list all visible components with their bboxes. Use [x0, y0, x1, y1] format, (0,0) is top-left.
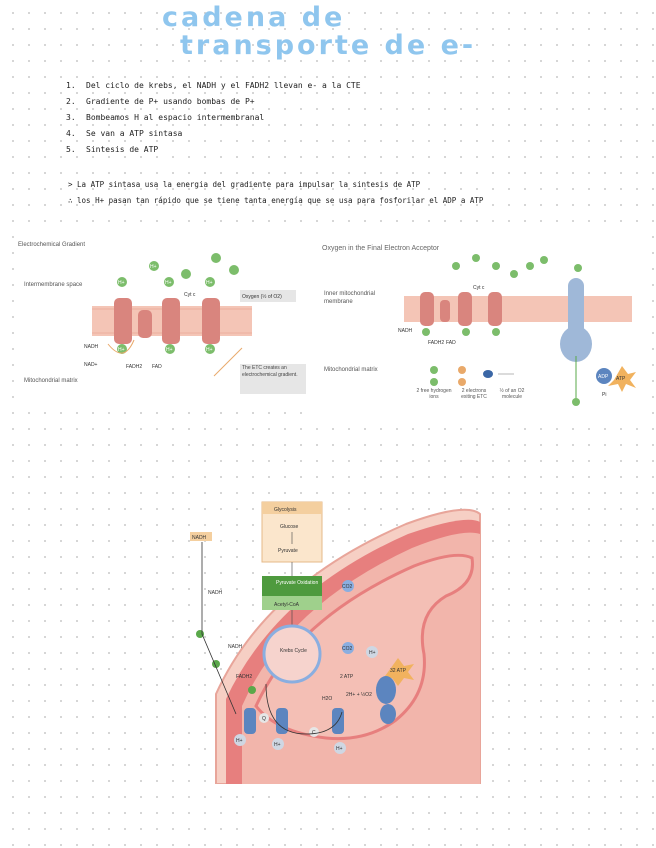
- svg-text:H+: H+: [206, 280, 213, 286]
- protein-complex-3: [162, 298, 180, 344]
- svg-text:ATP: ATP: [616, 376, 626, 382]
- svg-text:2H+ + ½O2: 2H+ + ½O2: [346, 691, 372, 698]
- svg-text:Pyruvate Oxidation: Pyruvate Oxidation: [276, 580, 318, 586]
- svg-text:H+: H+: [236, 738, 243, 744]
- page-title-line2: transporte de e-: [180, 30, 477, 61]
- krebs-cycle: [262, 624, 322, 684]
- membrane: [404, 296, 632, 322]
- svg-text:H+: H+: [206, 347, 213, 353]
- etc-note: The ETC creates an electrochemical gradi…: [242, 365, 298, 378]
- svg-text:FAD: FAD: [152, 364, 162, 370]
- protein-complex-2: [138, 310, 152, 338]
- pyruvate-oxidation-box: [262, 576, 322, 596]
- svg-text:Krebs Cycle: Krebs Cycle: [280, 648, 307, 654]
- svg-text:Acetyl-CoA: Acetyl-CoA: [274, 602, 300, 608]
- matrix-label: Mitochondrial matrix: [324, 367, 378, 373]
- electrochemical-gradient-figure: Electrochemical Gradient Intermembrane s…: [14, 236, 312, 406]
- protein-complex-4: [202, 298, 220, 344]
- svg-text:CO2: CO2: [342, 646, 353, 652]
- summary-line: ∴ los H+ pasan tan rápido que se tiene t…: [68, 196, 484, 205]
- figure-title: Oxygen in the Final Electron Acceptor: [322, 245, 440, 252]
- svg-text:H+: H+: [165, 280, 172, 286]
- svg-text:NADH: NADH: [398, 328, 413, 334]
- oxygen-label: Oxygen (½ of O2): [242, 293, 282, 300]
- cytc-label: Cyt c: [184, 292, 196, 298]
- mitochondria-figure: Glycolysis Glucose Pyruvate Pyruvate Oxi…: [176, 494, 486, 785]
- svg-text:H+: H+: [336, 746, 343, 752]
- svg-text:H+: H+: [118, 347, 125, 353]
- svg-text:2 ATP: 2 ATP: [340, 674, 354, 680]
- intermembrane-label: Intermembrane space: [24, 282, 83, 288]
- svg-text:NADH: NADH: [228, 644, 243, 650]
- svg-text:H+: H+: [274, 742, 281, 748]
- atp-synthase: [568, 278, 584, 338]
- oxygen-final-acceptor-figure: Oxygen in the Final Electron Acceptor In…: [316, 236, 646, 416]
- svg-text:H+: H+: [150, 264, 157, 270]
- svg-text:NADH: NADH: [84, 344, 99, 350]
- note-item: 3.Bombeamos H al espacio intermembranal: [66, 113, 265, 122]
- summary-notes: > La ATP sintasa usa la energia del grad…: [68, 177, 483, 209]
- svg-text:Q: Q: [262, 716, 266, 722]
- inner-membrane: [254, 553, 474, 741]
- svg-text:H2O: H2O: [322, 696, 332, 702]
- note-item: 1.Del ciclo de krebs, el NADH y el FADH2…: [66, 81, 361, 90]
- svg-text:NAD+: NAD+: [84, 362, 98, 368]
- svg-text:Glucose: Glucose: [280, 524, 299, 530]
- figure-title: Electrochemical Gradient: [18, 242, 85, 248]
- numbered-notes: 1.Del ciclo de krebs, el NADH y el FADH2…: [66, 78, 361, 158]
- svg-text:32 ATP: 32 ATP: [390, 668, 407, 674]
- svg-text:H+: H+: [166, 347, 173, 353]
- inner-membrane-label: Inner mitochondrial membrane: [324, 291, 376, 305]
- svg-text:FADH2: FADH2: [236, 674, 252, 680]
- svg-text:Pyruvate: Pyruvate: [278, 548, 298, 554]
- svg-text:Glycolysis: Glycolysis: [274, 507, 297, 513]
- matrix-label: Mitochondrial matrix: [24, 378, 78, 384]
- svg-text:H+: H+: [369, 650, 376, 656]
- svg-text:C: C: [312, 730, 316, 736]
- note-item: 2.Gradiente de P+ usando bombas de P+: [66, 97, 255, 106]
- note-item: 4.Se van a ATP sintasa: [66, 129, 183, 138]
- svg-text:CO2: CO2: [342, 584, 353, 590]
- svg-text:Cyt c: Cyt c: [473, 285, 485, 291]
- svg-text:FADH2: FADH2: [126, 364, 142, 370]
- svg-text:Pi: Pi: [602, 392, 606, 398]
- page-title-line1: cadena de: [162, 2, 346, 33]
- summary-line: > La ATP sintasa usa la energia del grad…: [68, 180, 421, 189]
- protein-complex-1: [114, 298, 132, 344]
- svg-text:FAD: FAD: [446, 340, 456, 346]
- svg-text:H+: H+: [118, 280, 125, 286]
- svg-text:FADH2: FADH2: [428, 340, 444, 346]
- svg-text:ADP: ADP: [598, 374, 609, 380]
- svg-text:NADH: NADH: [192, 535, 207, 541]
- svg-text:NADH: NADH: [208, 590, 223, 596]
- note-item: 5.Sintesis de ATP: [66, 145, 159, 154]
